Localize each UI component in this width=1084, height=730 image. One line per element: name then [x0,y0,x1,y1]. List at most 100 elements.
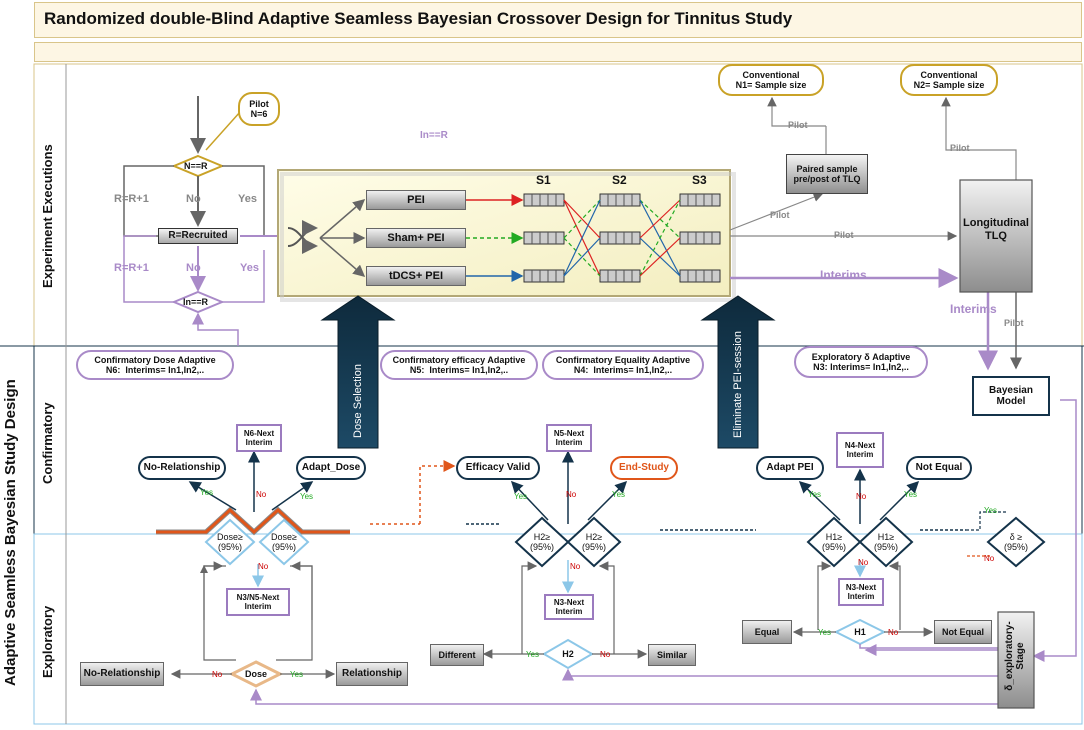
session-blocks [523,193,721,283]
longitudinal-tlq-label: Longitudinal TLQ [963,217,1029,242]
similar-box: Similar [648,644,696,666]
dose-threshold-diamond-2 [258,518,310,566]
r-plus-1-label-a: R=R+1 [114,193,149,205]
pilot-label-5: Pilot [1004,318,1024,328]
session-block-s3 [679,193,721,283]
no-label: No [256,490,267,499]
dose-threshold-1-label: Dose≥ (95%) [217,531,243,552]
no-label: No [212,670,223,679]
n3-next-interim-efficacy: N3-Next Interim [544,594,594,620]
efficacy-valid-node: Efficacy Valid [456,456,540,480]
dose-selection-label: Dose Selection [352,364,364,438]
longitudinal-tlq-box [959,179,1033,293]
equality-diamond-2 [858,516,914,568]
end-study-node: End-Study [610,456,678,480]
efficacy-threshold-1-label: H2≥ (95%) [529,531,554,552]
different-box: Different [430,644,484,666]
h2-node-label: H2 [562,648,574,659]
not-equal-explo: Not Equal [934,620,992,644]
efficacy-diamond-2 [566,516,622,568]
dose-threshold-2-label: Dose≥ (95%) [271,531,297,552]
in-eq-r-diamond [171,290,225,314]
arm-tdcs-pei: tDCS+ PEI [366,266,466,286]
n4-next-interim: N4-Next Interim [836,432,884,468]
yes-label: Yes [290,670,304,679]
delta-diamond [986,516,1046,568]
r-plus-1-label-b: R=R+1 [114,262,149,274]
arm-pei: PEI [366,190,466,210]
adaptive-dose-pill: Confirmatory Dose Adaptive N6: Interims=… [76,350,234,380]
diagram-title: Randomized double-Blind Adaptive Seamles… [44,9,793,28]
interims-label-b: Interims [950,302,997,316]
yes-label: Yes [984,506,998,515]
yes-label: Yes [818,628,832,637]
pilot-node: Pilot N=6 [238,92,280,126]
pilot-label-4: Pilot [834,230,854,240]
delta-stage-box [997,611,1035,709]
conventional-n2: Conventional N2= Sample size [900,64,998,96]
n3-next-interim-equality: N3-Next Interim [838,578,884,606]
eliminate-pei-session-arrow [700,295,776,449]
adapt-pei-node: Adapt PEI [756,456,824,480]
yes-label: Yes [612,490,626,499]
session-label-s1: S1 [536,173,551,187]
equal-box: Equal [742,620,792,644]
side-label-main: Adaptive Seamless Bayesian Study Design [2,379,19,686]
interims-label-a: Interims [820,268,867,282]
session-label-s3: S3 [692,173,707,187]
session-block-s2 [599,193,641,283]
yes-label: Yes [514,492,528,501]
equality-threshold-1-label: H1≥ (95%) [821,531,846,552]
no-label: No [856,492,867,501]
title-bar [34,2,1082,38]
r-recruited-box: R=Recruited [158,228,238,244]
yes-label-b: Yes [240,262,259,274]
pilot-label-3: Pilot [770,210,790,220]
no-relationship-explo: No-Relationship [80,662,164,686]
dose-threshold-diamond-1 [204,518,256,566]
efficacy-threshold-2-label: H2≥ (95%) [581,531,606,552]
yes-label: Yes [904,490,918,499]
session-label-s2: S2 [612,173,627,187]
no-label: No [888,628,899,637]
conventional-n1: Conventional N1= Sample size [718,64,824,96]
adaptive-exploratory-pill: Exploratory δ Adaptive N3: Interims= In1… [794,346,928,378]
efficacy-diamond-1 [514,516,570,568]
side-label-exploratory: Exploratory [40,605,55,678]
side-label-execution: Experiment Executions [40,144,55,288]
yes-label-a: Yes [238,193,257,205]
session-block-s1 [523,193,565,283]
n5-next-interim: N5-Next Interim [546,424,592,452]
eliminate-pei-label: Eliminate PEI-session [732,331,744,438]
in-eq-r-note: In==R [420,130,448,141]
equality-threshold-2-label: H1≥ (95%) [873,531,898,552]
paired-sample-box: Paired sample pre/post of TLQ [786,154,868,194]
yes-label: Yes [808,490,822,499]
no-label: No [858,558,869,567]
no-label-b: No [186,262,201,274]
pilot-label-2: Pilot [950,143,970,153]
dose-selection-arrow [320,295,396,449]
no-label: No [984,554,995,563]
no-label: No [258,562,269,571]
h1-node-label: H1 [854,626,866,637]
side-label-confirmatory: Confirmatory [40,402,55,484]
adaptive-efficacy-pill: Confirmatory efficacy Adaptive N5: Inter… [380,350,538,380]
subtitle-bar [34,42,1082,62]
adaptive-equality-pill: Confirmatory Equality Adaptive N4: Inter… [542,350,704,380]
yes-label: Yes [526,650,540,659]
n6-next-interim: N6-Next Interim [236,424,282,452]
adapt-dose-node: Adapt_Dose [296,456,366,480]
treatment-box [277,169,731,297]
n-eq-r-label: N==R [184,161,208,171]
yes-label: Yes [200,488,214,497]
not-equal-conf: Not Equal [906,456,972,480]
no-label: No [600,650,611,659]
section-exploratory-frame [33,533,1083,725]
no-label: No [566,490,577,499]
relationship-box: Relationship [336,662,408,686]
delta-stage-label: δ_exploratory- Stage [1004,621,1026,691]
h2-diamond [542,638,594,670]
